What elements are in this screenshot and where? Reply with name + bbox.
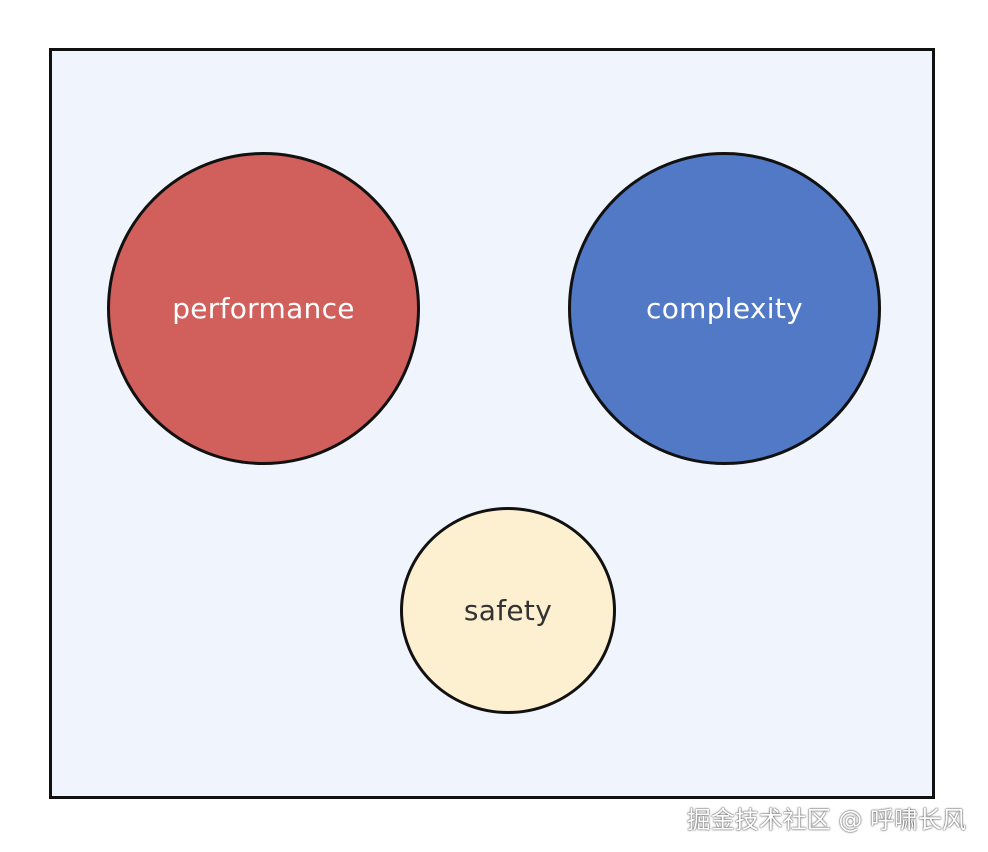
performance-circle: performance xyxy=(107,152,420,465)
performance-label: performance xyxy=(172,292,355,325)
complexity-circle: complexity xyxy=(568,152,881,465)
complexity-label: complexity xyxy=(646,292,803,325)
watermark-text: 掘金技术社区 @ 呼啸长风 xyxy=(686,806,966,834)
safety-circle: safety xyxy=(400,507,616,714)
safety-label: safety xyxy=(463,594,553,627)
